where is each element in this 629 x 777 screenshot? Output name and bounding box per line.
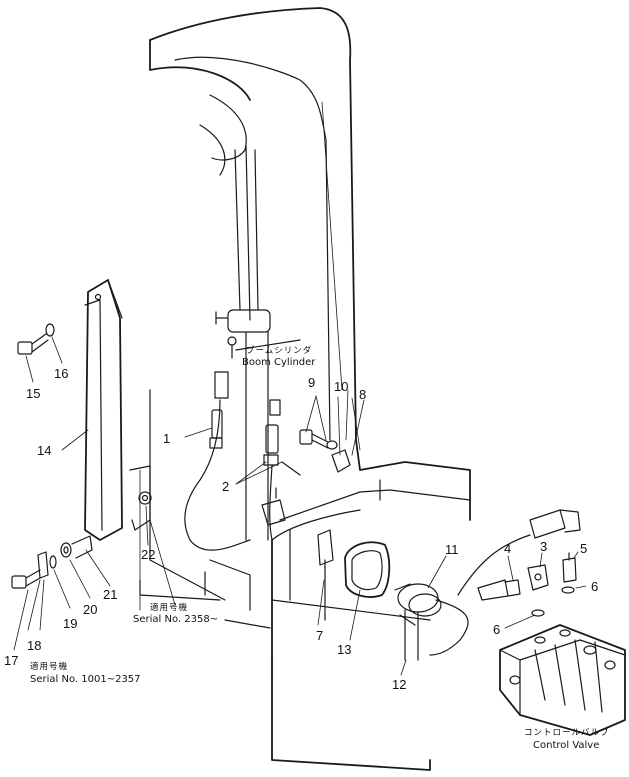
- bracket-7: [317, 529, 334, 621]
- callout-7: 7: [316, 628, 324, 643]
- fittings-3-4-5: [477, 552, 577, 617]
- grommet-13: [344, 541, 391, 598]
- serial-b-label-en: Serial No. 1001~2357: [30, 674, 141, 685]
- callout-15: 15: [26, 386, 41, 401]
- callout-16: 16: [54, 366, 69, 381]
- callout-19: 19: [63, 616, 78, 631]
- leader-lines: [13, 101, 587, 676]
- callout-2: 2: [222, 479, 230, 494]
- callout-6-left: 6: [493, 622, 501, 637]
- bolt-9-assembly: [299, 429, 351, 473]
- serial-a-label-jp: 適用号機: [150, 603, 189, 613]
- hose-1: [184, 371, 251, 551]
- callout-20: 20: [83, 602, 98, 617]
- bracket-plate: [84, 279, 123, 541]
- serial-b-label-jp: 適用号機: [30, 662, 69, 672]
- boom-cylinder-label-en: Boom Cylinder: [242, 357, 316, 368]
- hose-2: [263, 399, 301, 541]
- callout-18: 18: [27, 638, 42, 653]
- callout-11: 11: [445, 542, 459, 557]
- boom-cylinder: [215, 309, 301, 541]
- plate-22: [129, 465, 152, 531]
- callout-17: 17: [4, 653, 19, 668]
- bolt-17-assembly: [11, 535, 93, 589]
- switch-11: [394, 534, 531, 661]
- callout-22: 22: [141, 547, 156, 562]
- boom-arm: [149, 7, 357, 441]
- fitting-small: [261, 487, 286, 526]
- callout-3: 3: [540, 539, 548, 554]
- base-structure: [139, 389, 471, 771]
- elbow-fitting: [529, 509, 581, 539]
- boom-cylinder-label-jp: ブームシリンダ: [246, 346, 313, 356]
- callout-4: 4: [504, 541, 512, 556]
- callout-6-right: 6: [591, 579, 599, 594]
- callout-5: 5: [580, 541, 588, 556]
- callout-13: 13: [337, 642, 352, 657]
- callout-9: 9: [308, 375, 316, 390]
- callout-1: 1: [163, 431, 171, 446]
- control-valve-block: [499, 624, 626, 736]
- serial-a-label-en: Serial No. 2358~: [133, 614, 219, 625]
- control-valve-label-jp: コントロールバルブ: [524, 728, 610, 738]
- callout-10: 10: [334, 379, 349, 394]
- callout-12: 12: [392, 677, 407, 692]
- callout-21: 21: [103, 587, 118, 602]
- callout-14: 14: [37, 443, 52, 458]
- bolt-15: [17, 323, 55, 355]
- callout-8: 8: [359, 387, 367, 402]
- control-valve-label-en: Control Valve: [533, 740, 600, 751]
